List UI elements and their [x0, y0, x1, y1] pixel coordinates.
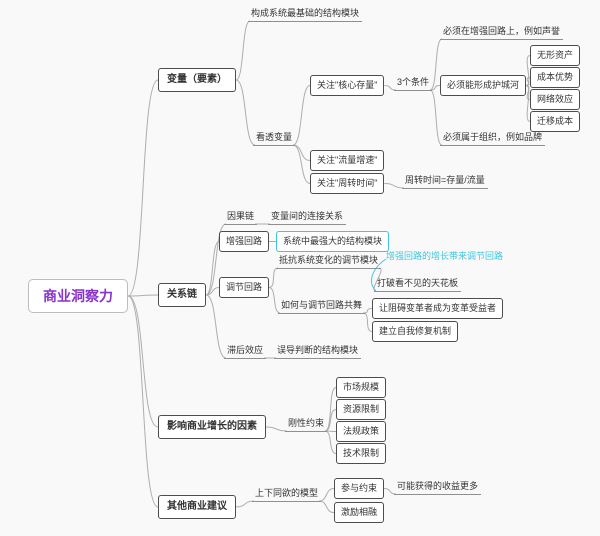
node-market-size[interactable]: 市场规模	[336, 377, 387, 398]
node-moat-network-effect[interactable]: 网络效应	[530, 89, 581, 110]
relationship-label[interactable]: 增强回路的增长带来调节回路	[386, 251, 504, 261]
node-participation-constraint[interactable]: 参与约束	[334, 478, 385, 499]
node-flow-growth[interactable]: 关注"流量增速"	[310, 150, 385, 171]
node-more-benefit[interactable]: 可能获得的收益更多	[394, 480, 482, 495]
node-rigid-constraints[interactable]: 刚性约束	[285, 417, 328, 432]
branch-variables[interactable]: 变量（要素）	[158, 68, 236, 92]
node-moat-cost-advantage[interactable]: 成本优势	[530, 67, 581, 88]
node-causal-chain-desc[interactable]: 变量间的连接关系	[268, 210, 347, 225]
node-causal-chain[interactable]: 因果链	[224, 210, 258, 225]
node-moat-switching-cost[interactable]: 迁移成本	[530, 111, 581, 132]
node-incentive-compatible[interactable]: 激励相融	[334, 502, 385, 523]
node-technology-limit[interactable]: 技术限制	[336, 443, 387, 464]
node-reinforcing-loop[interactable]: 增强回路	[219, 231, 270, 252]
node-variable-definition[interactable]: 构成系统最基础的结构模块	[248, 7, 363, 22]
node-see-through-variables[interactable]: 看透变量	[253, 131, 296, 146]
node-lag-effect[interactable]: 滞后效应	[224, 344, 267, 359]
node-dance-with-loop[interactable]: 如何与调节回路共舞	[278, 299, 366, 314]
node-turnover-time[interactable]: 关注"周转时间"	[310, 173, 385, 194]
node-core-stock[interactable]: 关注"核心存量"	[310, 75, 385, 96]
node-break-ceiling[interactable]: 打破看不见的天花板	[374, 277, 462, 292]
branch-other-advice[interactable]: 其他商业建议	[158, 495, 236, 519]
branch-growth-factors[interactable]: 影响商业增长的因素	[158, 415, 266, 439]
node-dance-tip1[interactable]: 让阻碍变革者成为变革受益者	[372, 298, 504, 319]
node-reinforcing-loop-desc[interactable]: 系统中最强大的结构模块	[276, 231, 390, 252]
node-turnover-formula[interactable]: 周转时间=存量/流量	[402, 174, 488, 189]
node-balancing-loop[interactable]: 调节回路	[219, 277, 270, 298]
branch-relation-chain[interactable]: 关系链	[158, 283, 206, 307]
node-moat[interactable]: 必须能形成护城河	[440, 75, 527, 96]
root-topic[interactable]: 商业洞察力	[28, 279, 128, 313]
node-balancing-loop-desc[interactable]: 抵抗系统变化的调节模块	[276, 254, 382, 269]
node-three-conditions[interactable]: 3个条件	[394, 76, 433, 91]
node-condition-reinforcing-loop[interactable]: 必须在增强回路上，例如声誉	[440, 25, 564, 40]
node-resource-limit[interactable]: 资源限制	[336, 399, 387, 420]
node-lag-effect-desc[interactable]: 误导判断的结构模块	[274, 344, 362, 359]
node-regulation-policy[interactable]: 法规政策	[336, 421, 387, 442]
node-aligned-model[interactable]: 上下同欲的模型	[252, 487, 322, 502]
node-dance-tip2[interactable]: 建立自我修复机制	[372, 321, 459, 342]
node-moat-intangible-assets[interactable]: 无形资产	[530, 45, 581, 66]
node-condition-organization[interactable]: 必须属于组织，例如品牌	[440, 131, 546, 146]
